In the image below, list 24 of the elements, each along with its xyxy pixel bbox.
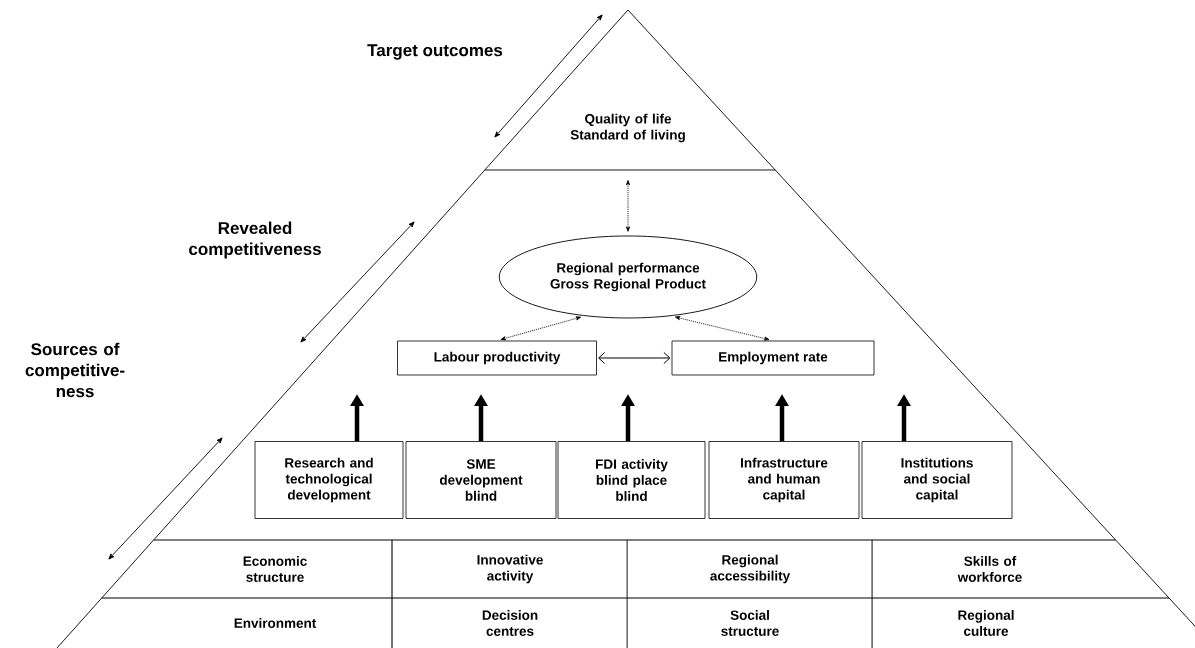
- table-cell-text: Innovative activity: [477, 554, 543, 584]
- side-label: Revealed competitiveness: [189, 221, 321, 259]
- arrow: [675, 316, 770, 341]
- table-cell-text: Regional culture: [958, 610, 1014, 636]
- arrow: [598, 352, 671, 364]
- box: Labour productivity: [397, 340, 597, 376]
- factor-box: SME development blind: [405, 441, 557, 519]
- factor-box: Institutions and social capital: [861, 441, 1013, 519]
- table-cell-text: Skills of workforce: [957, 556, 1022, 582]
- table-cell-text: Social structure: [721, 610, 779, 636]
- side-label: Target outcomes: [367, 44, 503, 60]
- factor-box: FDI activity blind place blind: [557, 441, 706, 519]
- table-cell-text: Economic structure: [243, 556, 307, 582]
- factor-box: Research and technological development: [254, 441, 404, 519]
- band-text: Quality of life Standard of living: [570, 113, 685, 143]
- table-cell-text: Environment: [234, 618, 317, 628]
- ellipse-node: Regional performance Gross Regional Product: [498, 235, 758, 319]
- arrow: [626, 180, 630, 232]
- box: Employment rate: [671, 340, 875, 376]
- side-label: Sources of competitive-ness: [25, 342, 125, 398]
- table-cell-text: Regional accessibility: [710, 554, 791, 584]
- table-cell-text: Decision centres: [482, 610, 538, 636]
- arrow: [500, 316, 581, 341]
- factor-box: Infrastructure and human capital: [708, 441, 860, 519]
